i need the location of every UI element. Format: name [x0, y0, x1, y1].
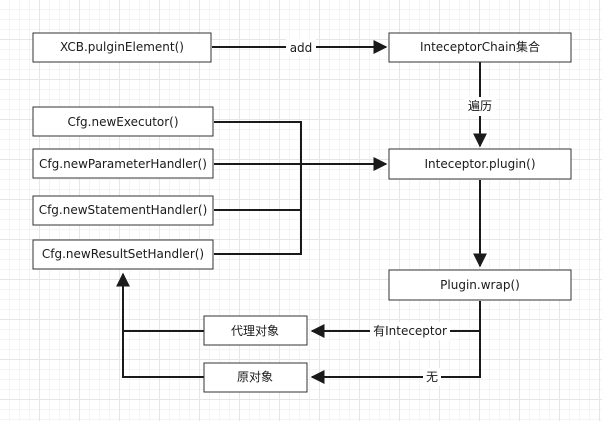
node-original-object: 原对象	[203, 362, 308, 393]
node-cfg-new-parameter-handler: Cfg.newParameterHandler()	[32, 148, 214, 179]
node-interceptor-chain: InteceptorChain集合	[388, 32, 572, 63]
edge-label-add: add	[290, 41, 313, 55]
node-cfg-new-result-set-handler: Cfg.newResultSetHandler()	[32, 239, 214, 270]
svg-text:Plugin.wrap(): Plugin.wrap()	[440, 278, 520, 292]
edge-label-none: 无	[426, 370, 438, 384]
node-plugin-wrap: Plugin.wrap()	[388, 269, 572, 301]
edge-labels: add 遍历 有Inteceptor 无	[286, 39, 496, 386]
svg-text:XCB.pulginElement(): XCB.pulginElement()	[60, 40, 184, 54]
node-cfg-new-executor: Cfg.newExecutor()	[32, 106, 214, 137]
node-xcb-plugin-element: XCB.pulginElement()	[32, 32, 212, 63]
edge-label-has-interceptor: 有Inteceptor	[373, 324, 447, 338]
svg-text:Cfg.newStatementHandler(): Cfg.newStatementHandler()	[39, 203, 208, 217]
edge-wrap-to-original	[310, 331, 481, 384]
svg-text:Cfg.newExecutor(): Cfg.newExecutor()	[67, 115, 178, 129]
svg-text:Inteceptor.plugin(): Inteceptor.plugin()	[425, 157, 536, 171]
svg-text:Cfg.newParameterHandler(): Cfg.newParameterHandler()	[39, 157, 207, 171]
svg-text:代理对象: 代理对象	[231, 324, 279, 338]
edge-original-back	[116, 272, 204, 378]
edge-label-traverse: 遍历	[468, 99, 492, 113]
node-cfg-new-statement-handler: Cfg.newStatementHandler()	[32, 195, 214, 226]
svg-text:InteceptorChain集合: InteceptorChain集合	[420, 39, 540, 54]
edges	[116, 40, 487, 384]
node-interceptor-plugin: Inteceptor.plugin()	[388, 148, 572, 180]
svg-text:Cfg.newResultSetHandler(): Cfg.newResultSetHandler()	[42, 247, 204, 261]
node-proxy-object: 代理对象	[203, 315, 308, 346]
svg-text:原对象: 原对象	[237, 370, 273, 384]
